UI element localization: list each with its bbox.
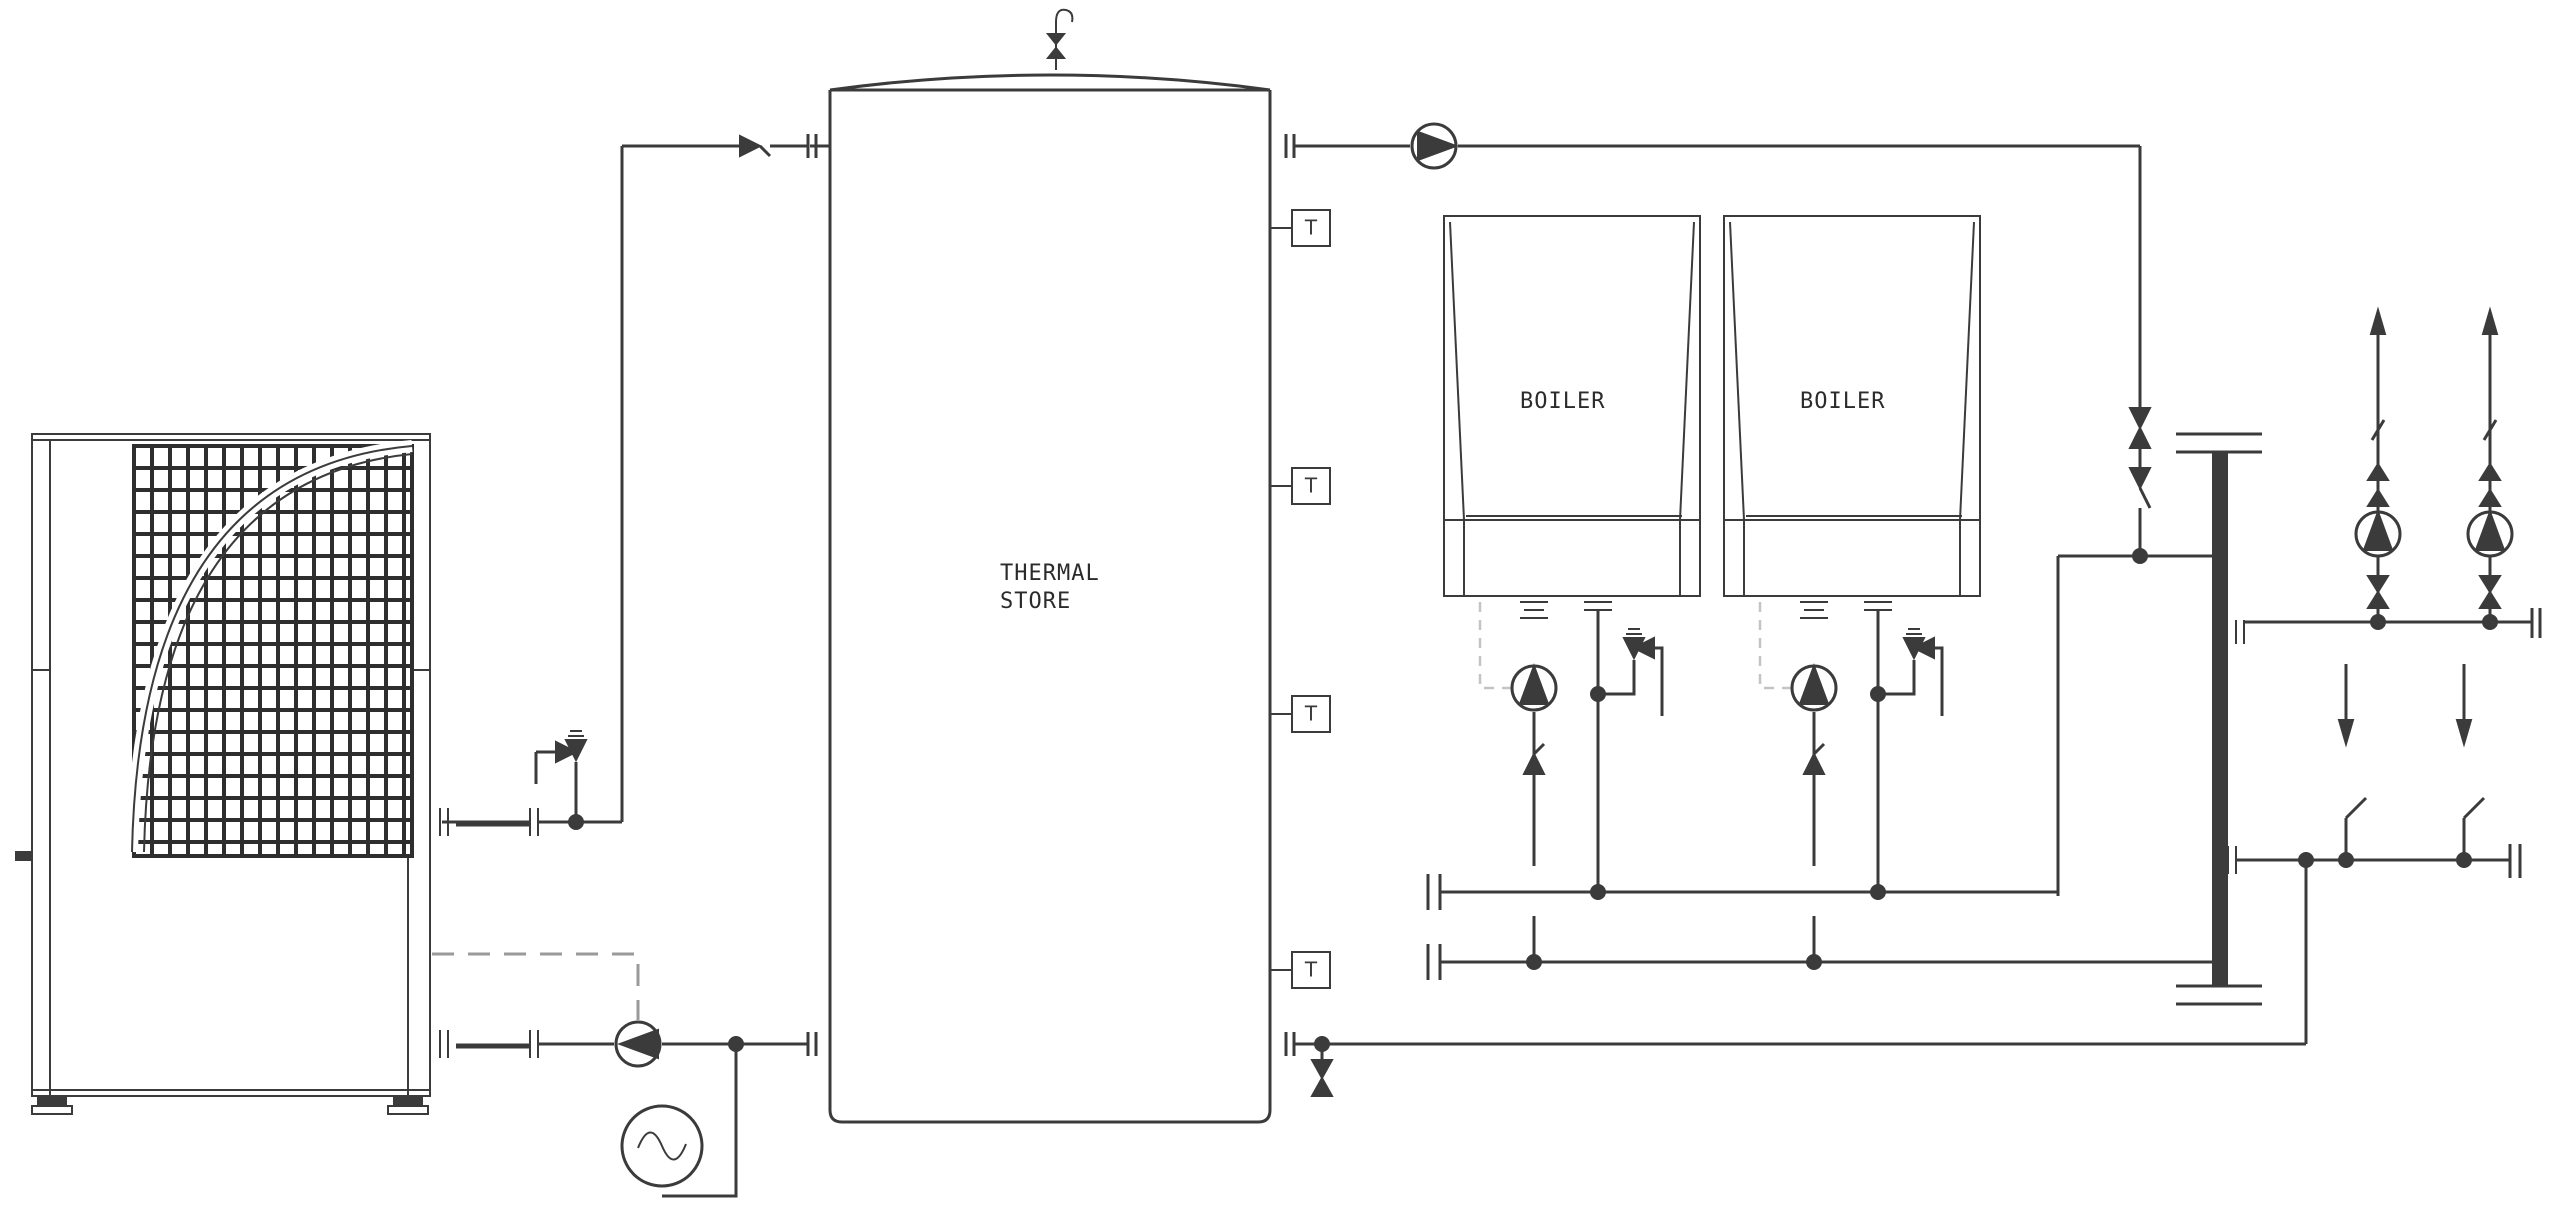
heating-circuit-1-valve-icon xyxy=(2366,575,2390,609)
boiler-2: BOILER xyxy=(1723,215,1981,597)
heating-circuit-2-pump-icon xyxy=(2466,509,2514,558)
store-flange-top-left xyxy=(806,134,830,158)
boiler-1-connections xyxy=(1478,601,1636,892)
boiler-2-connections xyxy=(1758,601,1916,892)
boiler-1-check-valve-icon xyxy=(1522,742,1546,775)
low-loss-header xyxy=(2176,432,2262,1006)
air-vent-icon xyxy=(1045,8,1074,70)
svg-text:T: T xyxy=(1304,958,1318,982)
heat-pump-foot-right xyxy=(387,1097,429,1115)
heat-pump-return-pipe xyxy=(432,952,808,1198)
heating-flow-manifold xyxy=(2235,608,2542,644)
thermal-store-label-line1: THERMAL xyxy=(1000,561,1100,586)
thermal-store-tank: THERMAL STORE xyxy=(828,73,1272,1124)
pressure-relief-valve-icon xyxy=(534,730,588,784)
heating-return-manifold xyxy=(2227,844,2522,878)
heat-pump-fan-grille xyxy=(132,444,414,858)
temperature-sensor-3: T xyxy=(1270,695,1331,733)
thermal-store-label-line2: STORE xyxy=(1000,589,1071,614)
boiler-2-label: BOILER xyxy=(1800,389,1885,414)
boiler-1-pump-icon xyxy=(1510,663,1558,712)
drain-valve-icon xyxy=(1310,1044,1334,1097)
heating-circuit-2-return xyxy=(2455,664,2486,860)
store-return-pipe xyxy=(1294,852,2314,1052)
boiler-return-manifold xyxy=(1426,916,2212,980)
grille-frame xyxy=(132,444,414,858)
svg-text:T: T xyxy=(1304,474,1318,498)
heat-pump-unit xyxy=(15,433,431,1115)
store-flange-top-right xyxy=(1284,134,1296,158)
store-flange-bottom-right xyxy=(1284,1032,1296,1056)
heating-circuit-2-valve-icon xyxy=(2478,575,2502,609)
isolation-valve-icon xyxy=(2128,407,2152,468)
expansion-vessel-icon xyxy=(620,1104,704,1188)
heat-pump-flow-pipe xyxy=(439,144,808,836)
check-valve-icon xyxy=(739,134,780,158)
boiler-2-check-valve-icon xyxy=(1802,742,1826,775)
boiler-1: BOILER xyxy=(1443,215,1701,597)
temperature-sensor-1: T xyxy=(1270,209,1331,247)
circulator-pump-icon xyxy=(614,1020,662,1068)
store-flange-bottom-left xyxy=(806,1032,818,1056)
svg-text:T: T xyxy=(1304,702,1318,726)
boiler-1-label: BOILER xyxy=(1520,389,1605,414)
boiler-2-pump-icon xyxy=(1790,663,1838,712)
check-valve-vertical-icon xyxy=(2128,467,2152,509)
temperature-sensor-2: T xyxy=(1270,467,1331,505)
boiler-flow-manifold xyxy=(1426,874,2058,910)
heating-circuit-1-pump-icon xyxy=(2354,509,2402,558)
store-flow-pump-icon xyxy=(1410,122,1459,170)
boiler-1-relief-valve-icon xyxy=(1622,628,1664,716)
svg-text:T: T xyxy=(1304,216,1318,240)
boiler-flow-pipe xyxy=(1294,144,2212,896)
heating-circuit-1-return xyxy=(2337,664,2368,860)
boiler-2-relief-valve-icon xyxy=(1902,628,1944,716)
heat-pump-foot-left xyxy=(31,1097,73,1115)
temperature-sensor-4: T xyxy=(1270,951,1331,989)
